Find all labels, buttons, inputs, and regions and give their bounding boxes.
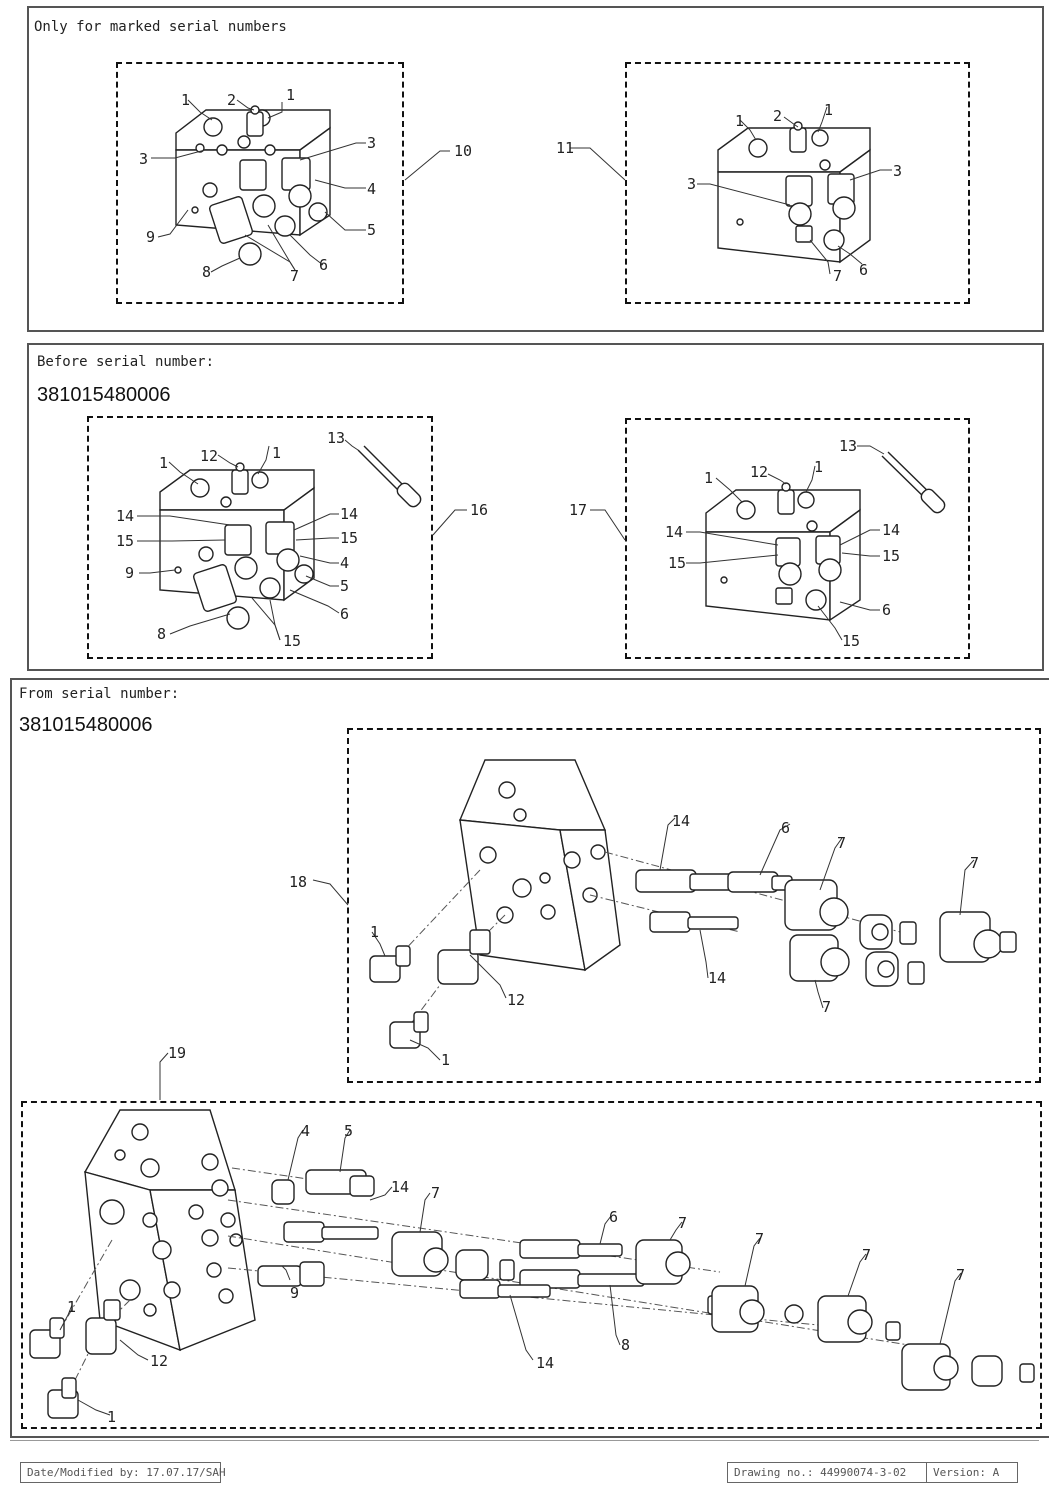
callout-label: 14 bbox=[340, 505, 358, 523]
callout-label: 3 bbox=[139, 150, 148, 168]
callout-label: 1 bbox=[67, 1298, 76, 1316]
callout-label: 4 bbox=[340, 554, 349, 572]
callout-label: 6 bbox=[319, 256, 328, 274]
assembly-box-18 bbox=[347, 728, 1041, 1083]
callout-label: 1 bbox=[735, 112, 744, 130]
callout-label: 4 bbox=[367, 180, 376, 198]
callout-label: 6 bbox=[882, 601, 891, 619]
callout-label: 2 bbox=[227, 91, 236, 109]
callout-label: 14 bbox=[391, 1178, 409, 1196]
callout-label: 12 bbox=[200, 447, 218, 465]
callout-label: 12 bbox=[150, 1352, 168, 1370]
callout-label: 8 bbox=[202, 263, 211, 281]
callout-label: 14 bbox=[665, 523, 683, 541]
callout-label: 1 bbox=[272, 444, 281, 462]
callout-label: 15 bbox=[842, 632, 860, 650]
callout-label: 15 bbox=[882, 547, 900, 565]
callout-label: 14 bbox=[536, 1354, 554, 1372]
valve-block-drawing-16: 1 12 1 13 14 14 15 15 4 9 5 8 6 15 16 bbox=[116, 429, 946, 650]
callout-label: 9 bbox=[290, 1284, 299, 1302]
drawing-number-label: Drawing no.: 44990074-3-02 bbox=[727, 1462, 927, 1483]
callout-label: 6 bbox=[340, 605, 349, 623]
callout-label: 7 bbox=[833, 267, 842, 285]
callout-label: 14 bbox=[672, 812, 690, 830]
assembly-box-11 bbox=[625, 62, 970, 304]
callout-label: 16 bbox=[470, 501, 488, 519]
panel-marked-title: Only for marked serial numbers bbox=[34, 19, 287, 35]
panel-marked-serials bbox=[27, 6, 1044, 332]
callout-label: 1 bbox=[824, 101, 833, 119]
callout-label: 15 bbox=[283, 632, 301, 650]
callout-label: 5 bbox=[367, 221, 376, 239]
assembly-box-10 bbox=[116, 62, 404, 304]
callout-label: 7 bbox=[862, 1246, 871, 1264]
callout-label: 13 bbox=[839, 437, 857, 455]
callout-label: 14 bbox=[882, 521, 900, 539]
valve-block-drawing-10: 1 2 1 3 3 4 5 6 7 8 9 10 11 1 2 1 bbox=[139, 86, 902, 285]
callout-label: 11 bbox=[556, 139, 574, 157]
callout-label: 15 bbox=[340, 529, 358, 547]
callout-label: 7 bbox=[837, 834, 846, 852]
callout-label: 6 bbox=[781, 819, 790, 837]
callout-label: 3 bbox=[687, 175, 696, 193]
callout-label: 1 bbox=[181, 91, 190, 109]
callout-label: 8 bbox=[157, 625, 166, 643]
footer-divider bbox=[10, 1440, 1039, 1441]
callout-label: 12 bbox=[507, 991, 525, 1009]
callout-label: 7 bbox=[822, 998, 831, 1016]
callout-label: 1 bbox=[814, 458, 823, 476]
callout-label: 2 bbox=[773, 107, 782, 125]
callout-label: 18 bbox=[289, 873, 307, 891]
callout-label: 8 bbox=[621, 1336, 630, 1354]
callout-label: 9 bbox=[146, 228, 155, 246]
callout-label: 7 bbox=[290, 267, 299, 285]
panel-before-title: Before serial number: bbox=[37, 354, 215, 370]
exploded-view-18: 18 1 12 1 14 6 7 7 7 14 bbox=[29, 759, 1035, 1426]
callout-label: 1 bbox=[704, 469, 713, 487]
callout-label: 3 bbox=[367, 134, 376, 152]
callout-label: 12 bbox=[750, 463, 768, 481]
callout-label: 14 bbox=[708, 969, 726, 987]
panel-before-serial bbox=[27, 343, 1044, 671]
callout-label: 6 bbox=[859, 261, 868, 279]
callout-label: 7 bbox=[970, 854, 979, 872]
callout-label: 1 bbox=[441, 1051, 450, 1069]
callout-label: 15 bbox=[116, 532, 134, 550]
callout-label: 7 bbox=[956, 1266, 965, 1284]
callout-label: 1 bbox=[107, 1408, 116, 1426]
callout-label: 17 bbox=[569, 501, 587, 519]
callout-label: 1 bbox=[159, 454, 168, 472]
callout-label: 7 bbox=[755, 1230, 764, 1248]
callout-label: 3 bbox=[893, 162, 902, 180]
assembly-box-16 bbox=[87, 416, 433, 659]
from-serial-number: 381015480006 bbox=[19, 714, 153, 736]
version-label: Version: A bbox=[926, 1462, 1018, 1483]
callout-label: 5 bbox=[340, 577, 349, 595]
callout-label: 10 bbox=[454, 142, 472, 160]
callout-label: 14 bbox=[116, 507, 134, 525]
callout-label: 13 bbox=[327, 429, 345, 447]
callout-label: 15 bbox=[668, 554, 686, 572]
callout-label: 7 bbox=[678, 1214, 687, 1232]
callout-label: 4 bbox=[301, 1122, 310, 1140]
callout-label: 1 bbox=[370, 923, 379, 941]
date-modified-label: Date/Modified by: 17.07.17/SAH bbox=[20, 1462, 226, 1483]
panel-from-serial bbox=[10, 678, 1049, 1438]
before-serial-number: 381015480006 bbox=[37, 384, 171, 406]
callout-label: 5 bbox=[344, 1122, 353, 1140]
callout-label: 7 bbox=[431, 1184, 440, 1202]
assembly-box-17 bbox=[625, 418, 970, 659]
assembly-box-19 bbox=[21, 1101, 1042, 1429]
panel-from-title: From serial number: bbox=[19, 686, 180, 702]
callout-label: 19 bbox=[168, 1044, 186, 1062]
callout-label: 9 bbox=[125, 564, 134, 582]
callout-label: 6 bbox=[609, 1208, 618, 1226]
callout-label: 1 bbox=[286, 86, 295, 104]
